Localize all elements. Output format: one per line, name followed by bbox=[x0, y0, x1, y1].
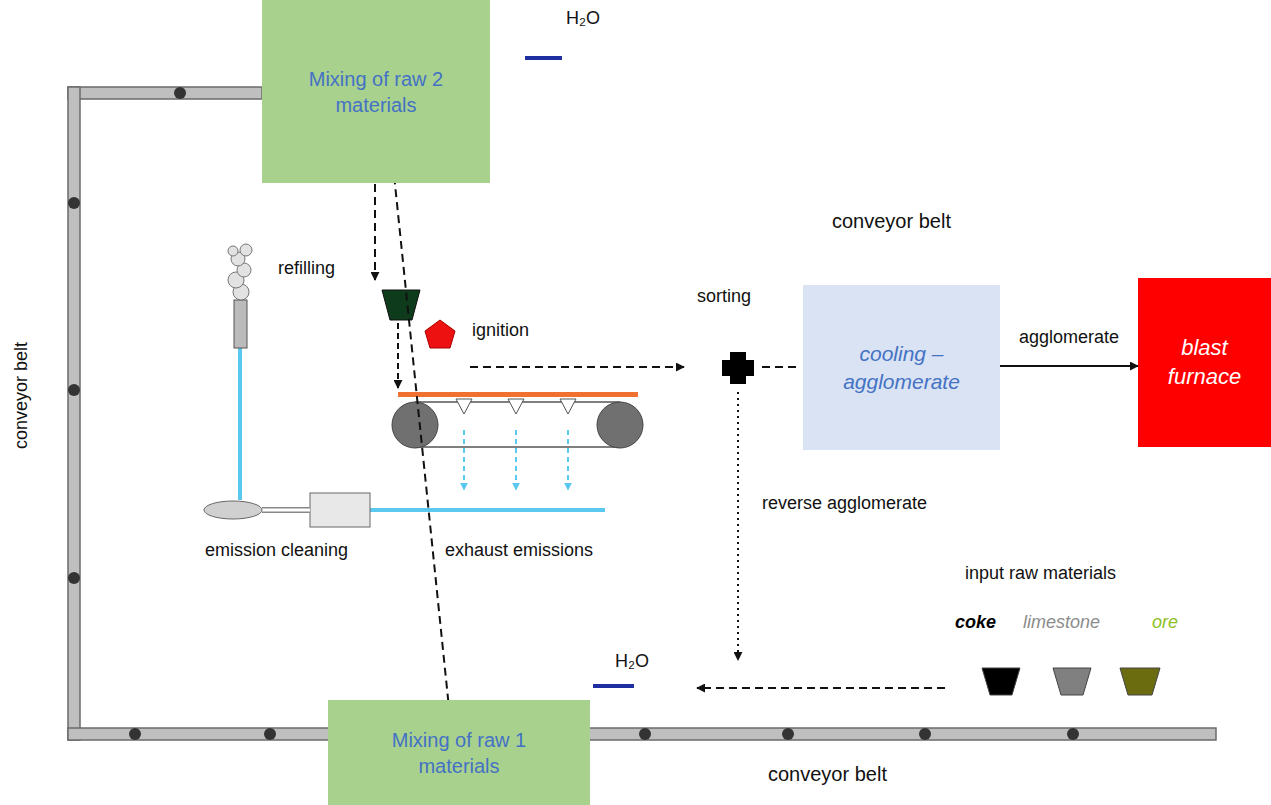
sorting-symbol bbox=[722, 352, 754, 384]
box-label: blast furnace bbox=[1155, 334, 1255, 391]
step-label: sorting bbox=[697, 286, 751, 307]
conveyor-frame bbox=[68, 87, 1216, 740]
box-label: Mixing of raw 1 materials bbox=[374, 727, 544, 779]
material-label: limestone bbox=[1023, 612, 1100, 633]
mixing-box: Mixing of raw 1 materials bbox=[328, 700, 590, 805]
water-label: H₂O bbox=[615, 651, 649, 672]
box-label: cooling – agglomerate bbox=[827, 340, 977, 395]
edge-label: agglomerate bbox=[1017, 327, 1121, 348]
step-label: ignition bbox=[472, 320, 529, 341]
input-hoppers bbox=[982, 668, 1160, 695]
conveyor-label: conveyor belt bbox=[832, 210, 951, 233]
flow-label: reverse agglomerate bbox=[762, 493, 927, 514]
conveyor-rollers bbox=[68, 87, 1079, 740]
suction-flow bbox=[464, 430, 568, 490]
water-label: H₂O bbox=[566, 8, 600, 29]
emission-system bbox=[204, 244, 605, 527]
cooling-box: cooling – agglomerate bbox=[803, 285, 1000, 450]
box-label: Mixing of raw 2 materials bbox=[291, 66, 461, 118]
part-label: input raw materials bbox=[965, 563, 1116, 584]
refill-flow bbox=[397, 323, 399, 388]
material-label: ore bbox=[1152, 612, 1178, 633]
mixing-box: Mixing of raw 2 materials bbox=[262, 0, 490, 183]
furnace-box: blast furnace bbox=[1138, 278, 1271, 447]
flow-arrow bbox=[1000, 365, 1138, 367]
reverse-flow bbox=[737, 392, 739, 660]
water-inlet bbox=[525, 56, 562, 60]
conveyor-label: conveyor belt bbox=[12, 341, 33, 448]
ignition-burner bbox=[425, 320, 455, 348]
material-label: coke bbox=[955, 612, 996, 633]
part-label: exhaust emissions bbox=[445, 540, 593, 561]
step-label: refilling bbox=[278, 258, 335, 279]
sinter-strand bbox=[392, 392, 643, 448]
water-inlet bbox=[593, 684, 634, 688]
refill-hopper bbox=[382, 290, 420, 320]
conveyor-label: conveyor belt bbox=[768, 763, 887, 786]
part-label: emission cleaning bbox=[205, 540, 348, 561]
